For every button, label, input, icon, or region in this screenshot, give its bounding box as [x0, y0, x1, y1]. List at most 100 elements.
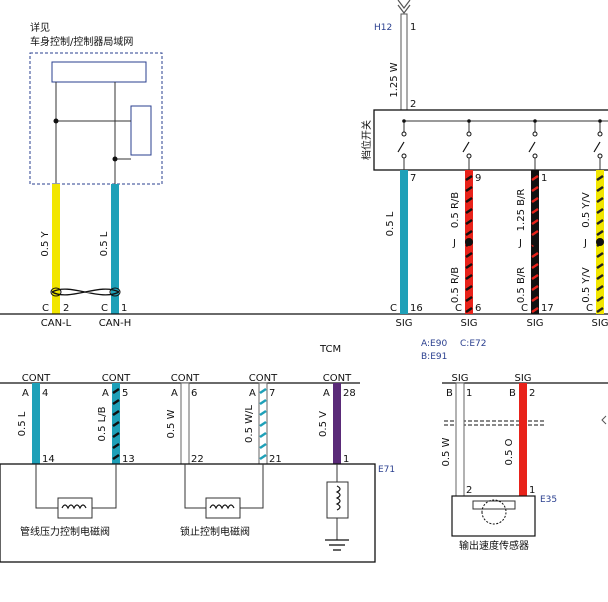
splice-dot-icon: [465, 238, 473, 246]
lower-wire-2: [180, 382, 190, 465]
splice-label: J: [583, 238, 587, 249]
see-label: 详见: [30, 21, 50, 34]
lower-bottom-pin: 1: [343, 454, 349, 465]
sensor-wire-0: [455, 382, 465, 497]
lower-side-label: A: [22, 388, 29, 399]
switch-contacts: [397, 119, 603, 170]
splice-label: J: [518, 238, 522, 249]
lower-wire-label: 0.5 W/L: [244, 405, 255, 443]
lower-top-pin: 4: [42, 388, 48, 399]
lower-bottom-pin: 14: [42, 454, 55, 465]
sensor-sig-label: SIG: [451, 373, 468, 384]
switch-sig-label: SIG: [460, 318, 477, 329]
lower-cont-label: CONT: [171, 373, 200, 384]
solenoid-1-label: 管线压力控制电磁阀: [20, 525, 110, 538]
lower-top-pin: 7: [269, 388, 275, 399]
solenoid-3-coil-icon: [335, 485, 341, 511]
can-l-wire: [52, 184, 60, 314]
splice-dot-icon: [596, 238, 604, 246]
gear-switch-name: 档位开关: [360, 120, 373, 160]
feed-wire-label: 1.25 W: [389, 62, 400, 97]
switch-top-pin: 1: [541, 173, 547, 184]
can-h-pin: 1: [121, 303, 127, 314]
gear-switch-body: [373, 109, 608, 171]
can-l-pin-prefix: C: [42, 303, 49, 314]
splice-label: J: [452, 238, 456, 249]
lower-wire-label: 0.5 L/B: [97, 406, 108, 441]
tcm-connector-ref-b: B:E91: [421, 352, 447, 362]
lower-side-label: A: [171, 388, 178, 399]
switch-pin-prefix: C: [455, 303, 462, 314]
tcm-label: TCM: [319, 344, 341, 355]
lower-cont-label: CONT: [249, 373, 278, 384]
feed-arrow-icon: [397, 0, 411, 14]
switch-wire-upper-label: 0.5 Y/V: [581, 192, 592, 228]
feed-connector-pin: 1: [410, 22, 416, 33]
switch-wire-upper-label: 1.25 B/R: [516, 189, 527, 232]
offpage-mark-icon: [601, 415, 607, 425]
can-l-pin: 2: [63, 303, 69, 314]
switch-wire-upper-label: 0.5 R/B: [450, 192, 461, 228]
lower-top-pin: 28: [343, 388, 356, 399]
lower-cont-label: CONT: [22, 373, 51, 384]
lower-wire-0: [32, 383, 40, 464]
solenoid-3-box: [326, 481, 349, 519]
switch-wire-label: 0.5 L: [385, 211, 396, 236]
switch-wire-0: [400, 170, 408, 314]
can-l-wire-label: 0.5 Y: [40, 231, 51, 257]
sensor-wire-label: 0.5 O: [504, 438, 515, 465]
speed-sensor-gear-icon: [481, 499, 507, 525]
feed-wire: [400, 13, 408, 111]
bcm-inner-block-top: [51, 61, 147, 83]
lower-cont-label: CONT: [102, 373, 131, 384]
lower-top-pin: 6: [191, 388, 197, 399]
lower-side-label: A: [249, 388, 256, 399]
lower-wire-4: [333, 383, 341, 464]
lower-side-label: A: [323, 388, 330, 399]
feed-connector: H12: [374, 23, 392, 33]
switch-bottom-pin: 6: [475, 303, 481, 314]
sensor-side-label: B: [509, 388, 516, 399]
speed-sensor-name: 输出速度传感器: [459, 539, 529, 552]
lower-wire-label: 0.5 V: [318, 411, 329, 437]
feed-pin: 2: [410, 99, 416, 110]
sensor-bottom-pin: 2: [466, 485, 472, 496]
sensor-side-label: B: [446, 388, 453, 399]
switch-pin-prefix: C: [390, 303, 397, 314]
e71-body: [0, 463, 376, 563]
lower-bottom-pin: 13: [122, 454, 135, 465]
switch-sig-label: SIG: [526, 318, 543, 329]
lower-wire-1: [112, 383, 120, 464]
module-label: 车身控制/控制器局域网: [30, 35, 133, 48]
can-h-wire-label: 0.5 L: [99, 231, 110, 256]
lower-wire-label: 0.5 W: [166, 409, 177, 438]
switch-sig-label: SIG: [395, 318, 412, 329]
sensor-wire-label: 0.5 W: [441, 437, 452, 466]
switch-top-pin: 7: [410, 173, 416, 184]
bcm-dashed-box: [29, 52, 163, 185]
lower-top-pin: 5: [122, 388, 128, 399]
solenoid-2-label: 锁止控制电磁阀: [180, 525, 250, 538]
solenoid-2-box: [205, 497, 241, 519]
switch-wire-lower-label: 0.5 R/B: [450, 267, 461, 303]
lower-cont-label: CONT: [323, 373, 352, 384]
splice-dot-icon: [531, 238, 539, 246]
lower-wires: CONT A 4 0.5 L 14 CONT A 5 0.5 L/B 13 CONT A 6 0.5 W 2…: [17, 373, 356, 465]
lower-wire-label: 0.5 L: [17, 411, 28, 436]
can-h-bottom-label: CAN-H: [99, 318, 131, 329]
switch-sig-label: SIG: [591, 318, 608, 329]
can-h-pin-prefix: C: [101, 303, 108, 314]
lower-wire-3: [258, 382, 268, 465]
sensor-top-pin: 2: [529, 388, 535, 399]
switch-pin-prefix: C: [586, 303, 593, 314]
switch-bottom-pin: 17: [541, 303, 554, 314]
can-l-bottom-label: CAN-L: [41, 318, 72, 329]
switch-bottom-pin: 16: [410, 303, 423, 314]
sensor-bottom-pin: 1: [529, 485, 535, 496]
e71-connector: E71: [378, 465, 395, 475]
solenoid-2-coil-icon: [209, 504, 235, 510]
bcm-inner-block-right: [130, 105, 152, 156]
solenoid-1-coil-icon: [61, 504, 87, 510]
